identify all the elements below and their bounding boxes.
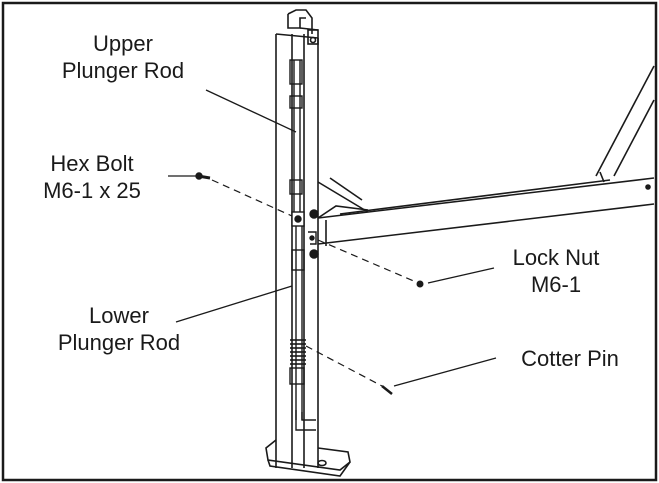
label-lower-plunger-rod: Lower Plunger Rod xyxy=(57,303,181,355)
cotter-pin-part xyxy=(381,385,393,395)
frame-beam xyxy=(317,65,655,246)
lock-nut-part xyxy=(416,280,424,288)
spring xyxy=(290,339,306,365)
label-upper-plunger-rod: Upper Plunger Rod xyxy=(61,31,185,83)
label-lock-nut: Lock Nut M6-1 xyxy=(512,245,600,297)
label-hex-bolt: Hex Bolt M6-1 x 25 xyxy=(43,151,141,203)
leader-lines xyxy=(168,89,497,387)
bolt-brackets xyxy=(291,209,319,259)
lower-plunger-rod xyxy=(289,226,316,431)
upper-plunger-rod xyxy=(289,59,303,220)
alignment-lines xyxy=(211,179,417,387)
hex-bolt-part xyxy=(195,172,211,180)
foot-plate xyxy=(265,439,351,477)
label-cotter-pin: Cotter Pin xyxy=(521,346,619,371)
